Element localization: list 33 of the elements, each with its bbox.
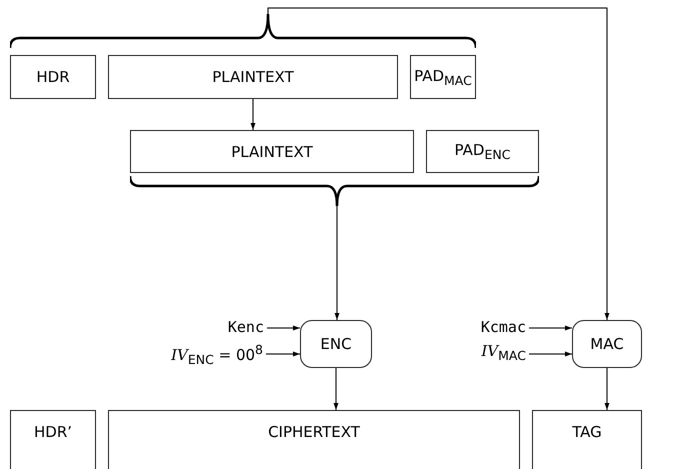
process-box [572, 320, 642, 368]
arrow [334, 368, 338, 410]
arrow [334, 206, 340, 320]
input-label: IV$_{MAC}$ [420, 342, 526, 366]
field-text: PAD$_{ENC}$ [454, 141, 510, 162]
process-box [300, 320, 372, 368]
field-text: PAD$_{MAC}$ [414, 66, 472, 88]
input-label: IV$_{ENC}$ = 00$^{8}$ [130, 342, 263, 366]
arrow [268, 8, 610, 320]
field-box [426, 130, 539, 173]
arrow [266, 352, 300, 356]
input-label: Kcmac [420, 318, 526, 338]
field-text: ENC [320, 335, 352, 353]
field-text: TAG [572, 423, 602, 441]
input-label: Kenc [150, 318, 264, 338]
field-text: PLAINTEXT [212, 68, 294, 86]
arrow [604, 368, 610, 410]
arrow [250, 98, 256, 130]
arrow [528, 326, 572, 330]
field-text: HDR [36, 68, 70, 86]
field-text: MAC [590, 335, 624, 353]
field-box [10, 55, 96, 99]
field-box [410, 55, 476, 99]
arrow [266, 326, 300, 330]
arrow [528, 352, 572, 356]
field-box [108, 55, 398, 99]
field-text: PLAINTEXT [231, 142, 313, 160]
field-box [532, 410, 642, 469]
field-text: HDR’ [34, 423, 72, 441]
field-box [130, 130, 414, 173]
field-box [10, 410, 96, 469]
field-text: CIPHERTEXT [268, 423, 360, 441]
field-box [108, 410, 520, 469]
